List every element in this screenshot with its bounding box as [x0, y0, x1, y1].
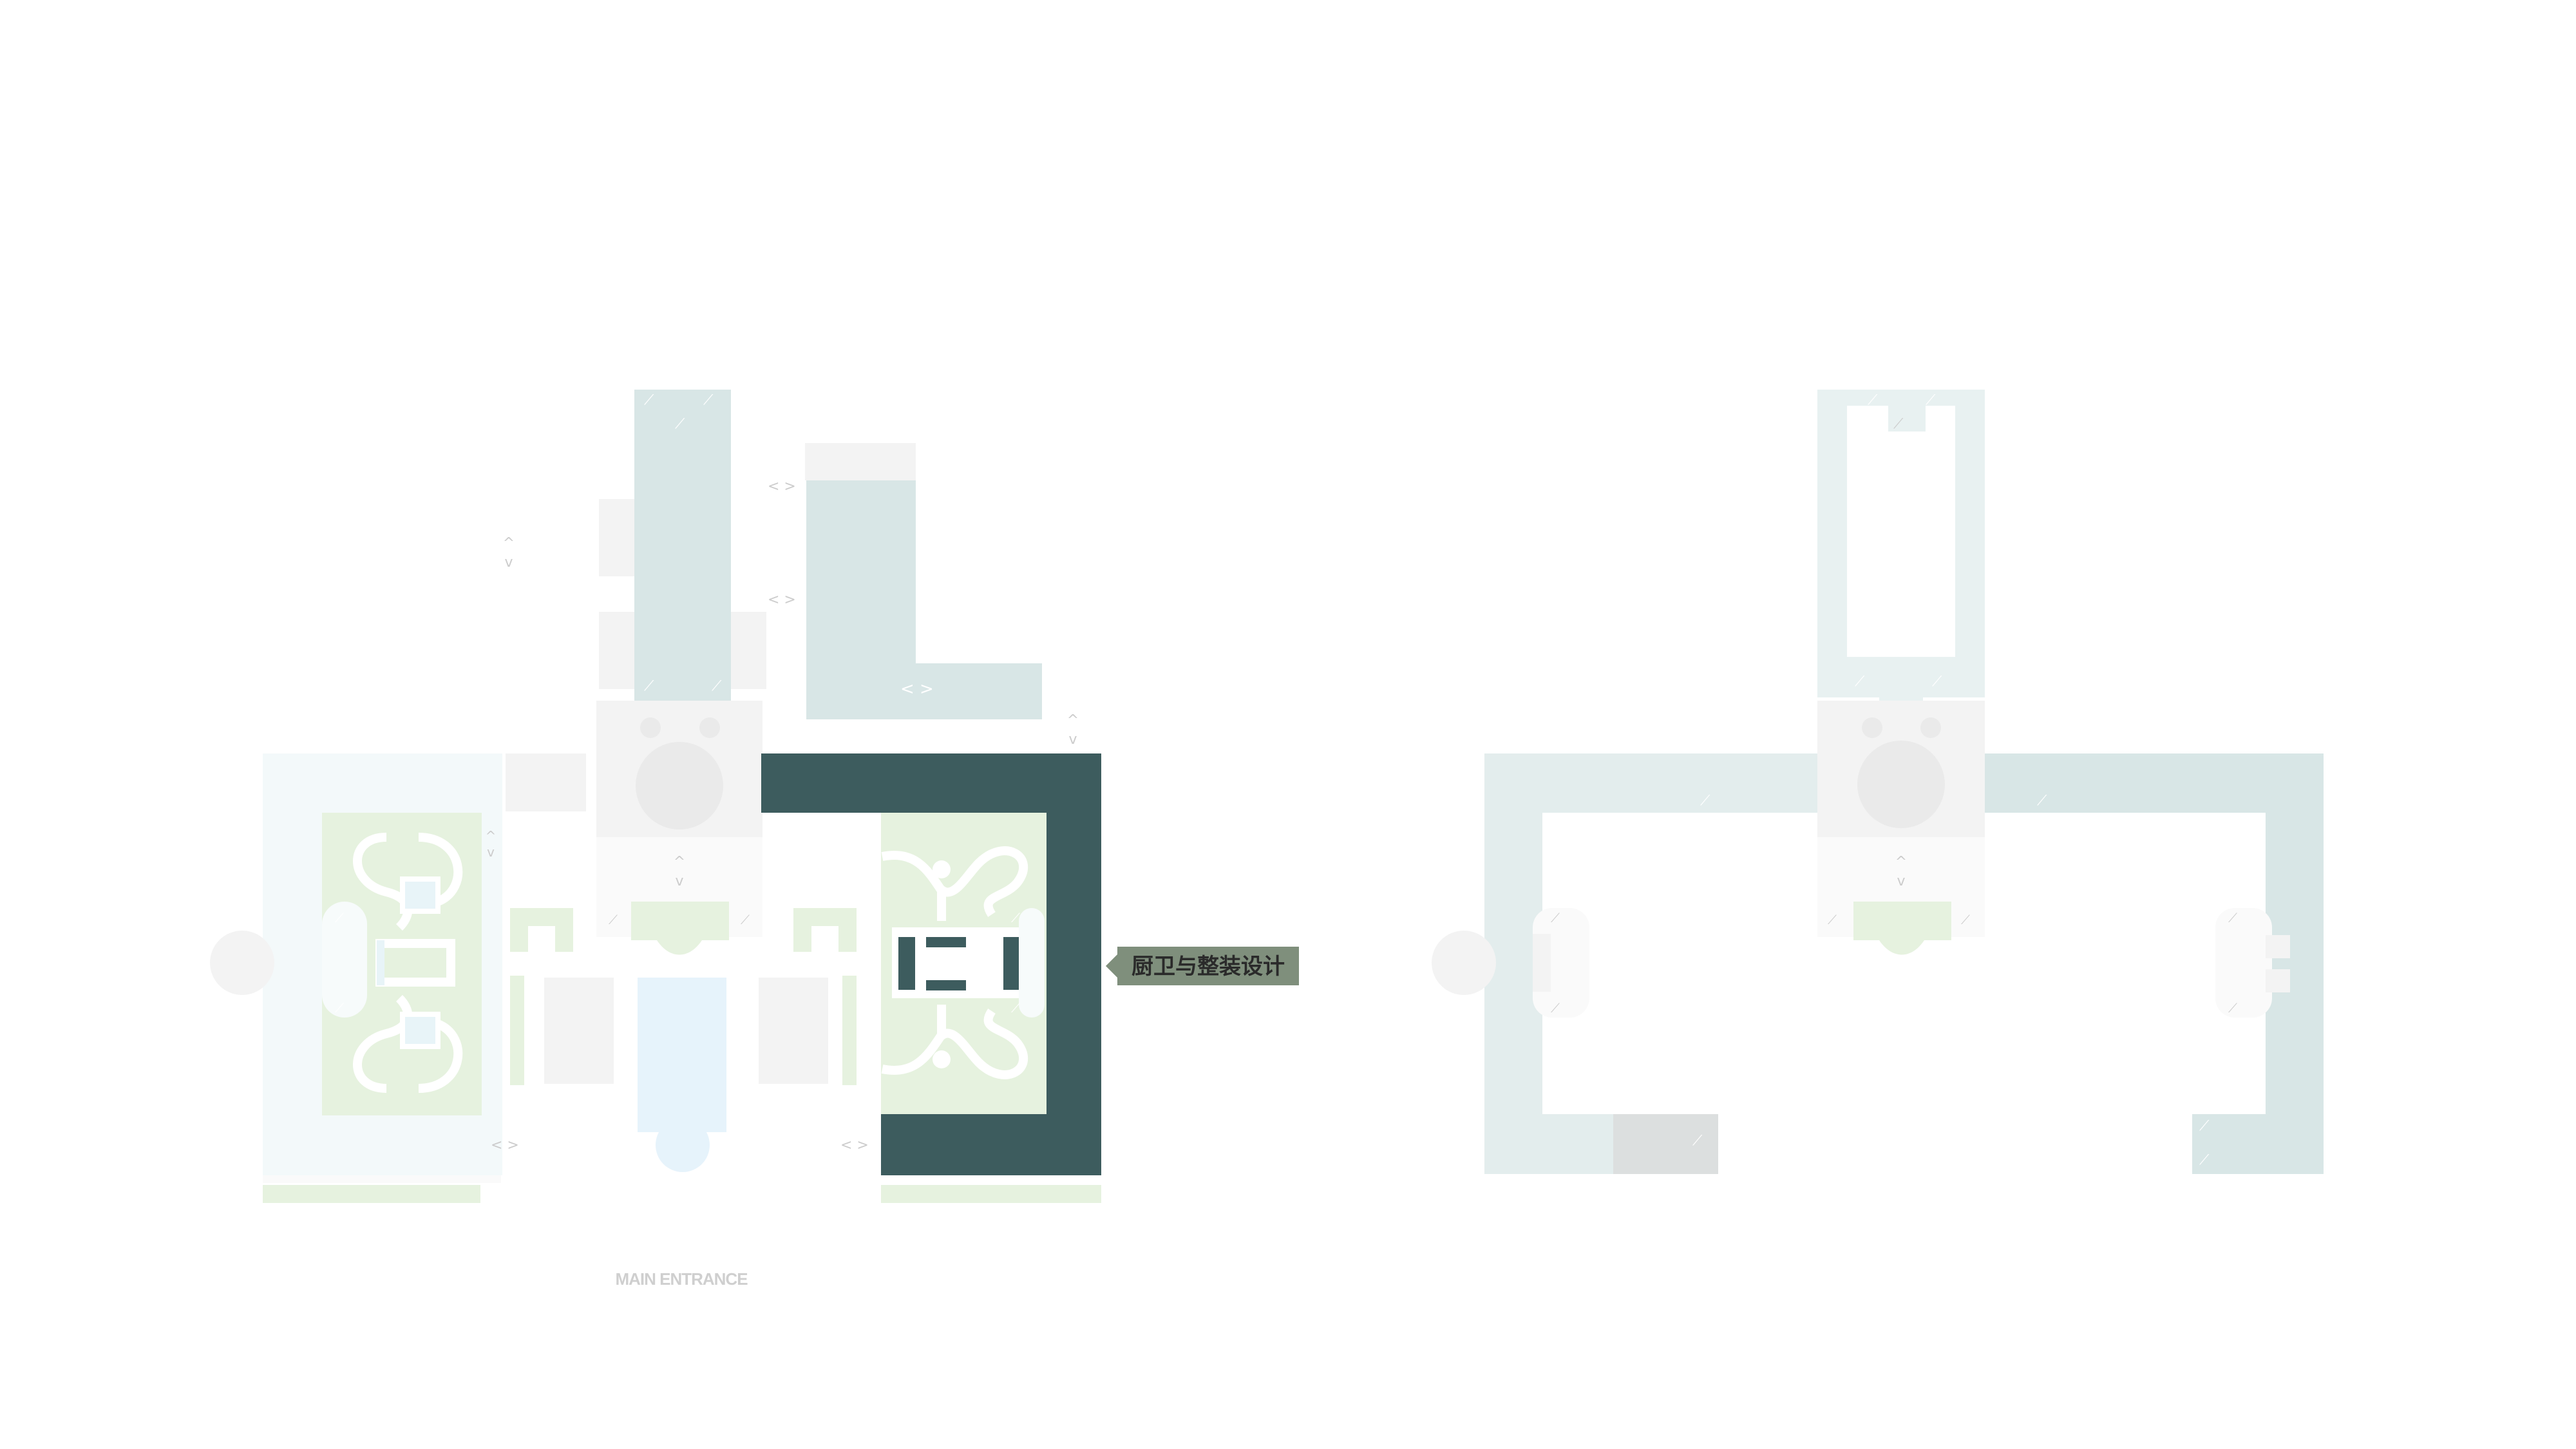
hatch-mark: ⟋ — [644, 392, 654, 408]
main-entrance-label: MAIN ENTRANCE — [615, 1269, 748, 1289]
right-sofa-bar-a — [898, 937, 915, 990]
right-side-tab-a — [2266, 935, 2290, 958]
arrow-l-room: < > — [900, 679, 934, 699]
hatch-mark: ⟋ — [335, 910, 344, 925]
left-sofa-side — [322, 902, 367, 1018]
tall-room-right-gray — [731, 612, 766, 689]
left-bottom-white — [263, 1175, 501, 1183]
hatch-mark: ⟋ — [335, 1000, 344, 1016]
hatch-mark: ⟋ — [1893, 416, 1904, 432]
left-sofa-bars — [377, 940, 384, 985]
toilet-icon — [1857, 741, 1945, 828]
tall-room-left-gray-b — [599, 612, 634, 689]
left-floor-plan: 厨卫与整装设计 MAIN ENTRANCE < > < > < > < > < … — [210, 390, 1299, 1289]
arrow-up-d: ^ — [486, 828, 497, 844]
hatch-mark: ⟋ — [1855, 674, 1865, 690]
right-sofa-dot-top — [933, 860, 951, 878]
arrow-up-b: ^ — [1067, 712, 1079, 728]
kitchen-bath-callout[interactable]: 厨卫与整装设计 — [1106, 947, 1299, 985]
hatch-mark: ⟋ — [2199, 1118, 2210, 1134]
right-sofa-bar-d — [926, 980, 966, 990]
u-bottom-left-gray — [1613, 1114, 1718, 1174]
l-room — [806, 480, 1042, 719]
arrow-down-d: v — [487, 844, 495, 860]
upper-room-connector — [1879, 663, 1923, 701]
left-side-inner — [1533, 934, 1551, 992]
right-sofa-dot-bottom — [933, 1050, 951, 1068]
right-sofa-bar-b — [1003, 937, 1020, 990]
toilet-knob-a — [640, 717, 661, 738]
washbasin-icon — [631, 902, 729, 955]
hatch-mark: ⟋ — [1700, 793, 1710, 809]
arrow-up-right: ^ — [1895, 854, 1907, 870]
washbasin-icon — [1853, 902, 1951, 955]
tall-room-left-gray-a — [599, 499, 634, 576]
arrow-bottom-right: < > — [840, 1137, 869, 1153]
right-bottom-strip — [881, 1185, 1101, 1203]
arrow-up-c: ^ — [674, 854, 685, 870]
arrow-bottom-left: < > — [491, 1137, 519, 1153]
hatch-mark: ⟋ — [609, 912, 618, 927]
toilet-icon — [636, 742, 723, 829]
hatch-mark: ⟋ — [1692, 1133, 1703, 1149]
left-top-strip — [506, 753, 586, 811]
callout-box — [1117, 947, 1299, 985]
right-floor-plan: ^ v ⟋ ⟋ ⟋ ⟋ ⟋ ⟋ ⟋ ⟋ ⟋ ⟋ ⟋ ⟋ ⟋ ⟋ ⟋ ⟋ — [1432, 390, 2324, 1174]
callout-label: 厨卫与整装设计 — [1132, 954, 1285, 980]
hatch-mark: ⟋ — [1551, 910, 1560, 925]
left-bottom-strip — [263, 1185, 480, 1203]
right-sofa-pattern — [881, 846, 1028, 1079]
arrow-down-right: v — [1897, 873, 1905, 889]
arrow-top-a: < > — [768, 478, 796, 495]
arrow-down-a: v — [504, 554, 513, 571]
round-table-icon — [1432, 931, 1496, 995]
tall-room-top — [634, 390, 731, 702]
hatch-mark: ⟋ — [1551, 1000, 1560, 1016]
right-sofa-side — [1019, 908, 1045, 1018]
u-frame — [1484, 753, 1817, 1174]
hatch-mark: ⟋ — [2037, 793, 2047, 809]
right-sofa-bar-c — [926, 937, 966, 947]
hatch-mark: ⟋ — [675, 416, 685, 432]
hatch-mark: ⟋ — [1868, 392, 1878, 408]
entrance-knob — [656, 1118, 710, 1172]
hatch-mark: ⟋ — [2199, 1152, 2210, 1168]
hatch-mark: ⟋ — [1926, 392, 1936, 408]
hatch-mark: ⟋ — [2228, 910, 2237, 925]
upper-room-frame — [1817, 390, 1985, 697]
hatch-mark: ⟋ — [703, 392, 714, 408]
entrance-corridor — [638, 978, 726, 1132]
arrow-down-b: v — [1068, 732, 1077, 748]
toilet-knob-b-right — [1920, 717, 1941, 738]
right-side-pad — [2215, 908, 2272, 1018]
right-side-tab-b — [2266, 969, 2290, 992]
dining-set-icon — [510, 908, 857, 1085]
callout-pointer — [1106, 954, 1117, 978]
hatch-mark: ⟋ — [1932, 674, 1942, 690]
arrow-top-b: < > — [768, 592, 796, 608]
u-frame-right — [1985, 753, 2324, 1174]
toilet-knob-a-right — [1862, 717, 1882, 738]
arrow-up-a: ^ — [503, 535, 515, 551]
hatch-mark: ⟋ — [2228, 1000, 2237, 1016]
toilet-knob-b — [699, 717, 720, 738]
l-room-header — [805, 443, 916, 480]
hatch-mark: ⟋ — [1011, 910, 1020, 925]
hatch-mark: ⟋ — [1011, 1000, 1020, 1016]
arrow-down-c: v — [675, 873, 683, 889]
hatch-mark: ⟋ — [712, 678, 722, 694]
hatch-mark: ⟋ — [741, 912, 750, 927]
hatch-mark: ⟋ — [644, 678, 654, 694]
hatch-mark: ⟋ — [1961, 912, 1970, 927]
hatch-mark: ⟋ — [1828, 912, 1837, 927]
left-sofa-square-top — [400, 876, 440, 914]
kitchen-bath-zone[interactable] — [761, 753, 1101, 1175]
round-table-icon — [210, 931, 274, 995]
left-sofa-square-bottom — [400, 1012, 440, 1049]
